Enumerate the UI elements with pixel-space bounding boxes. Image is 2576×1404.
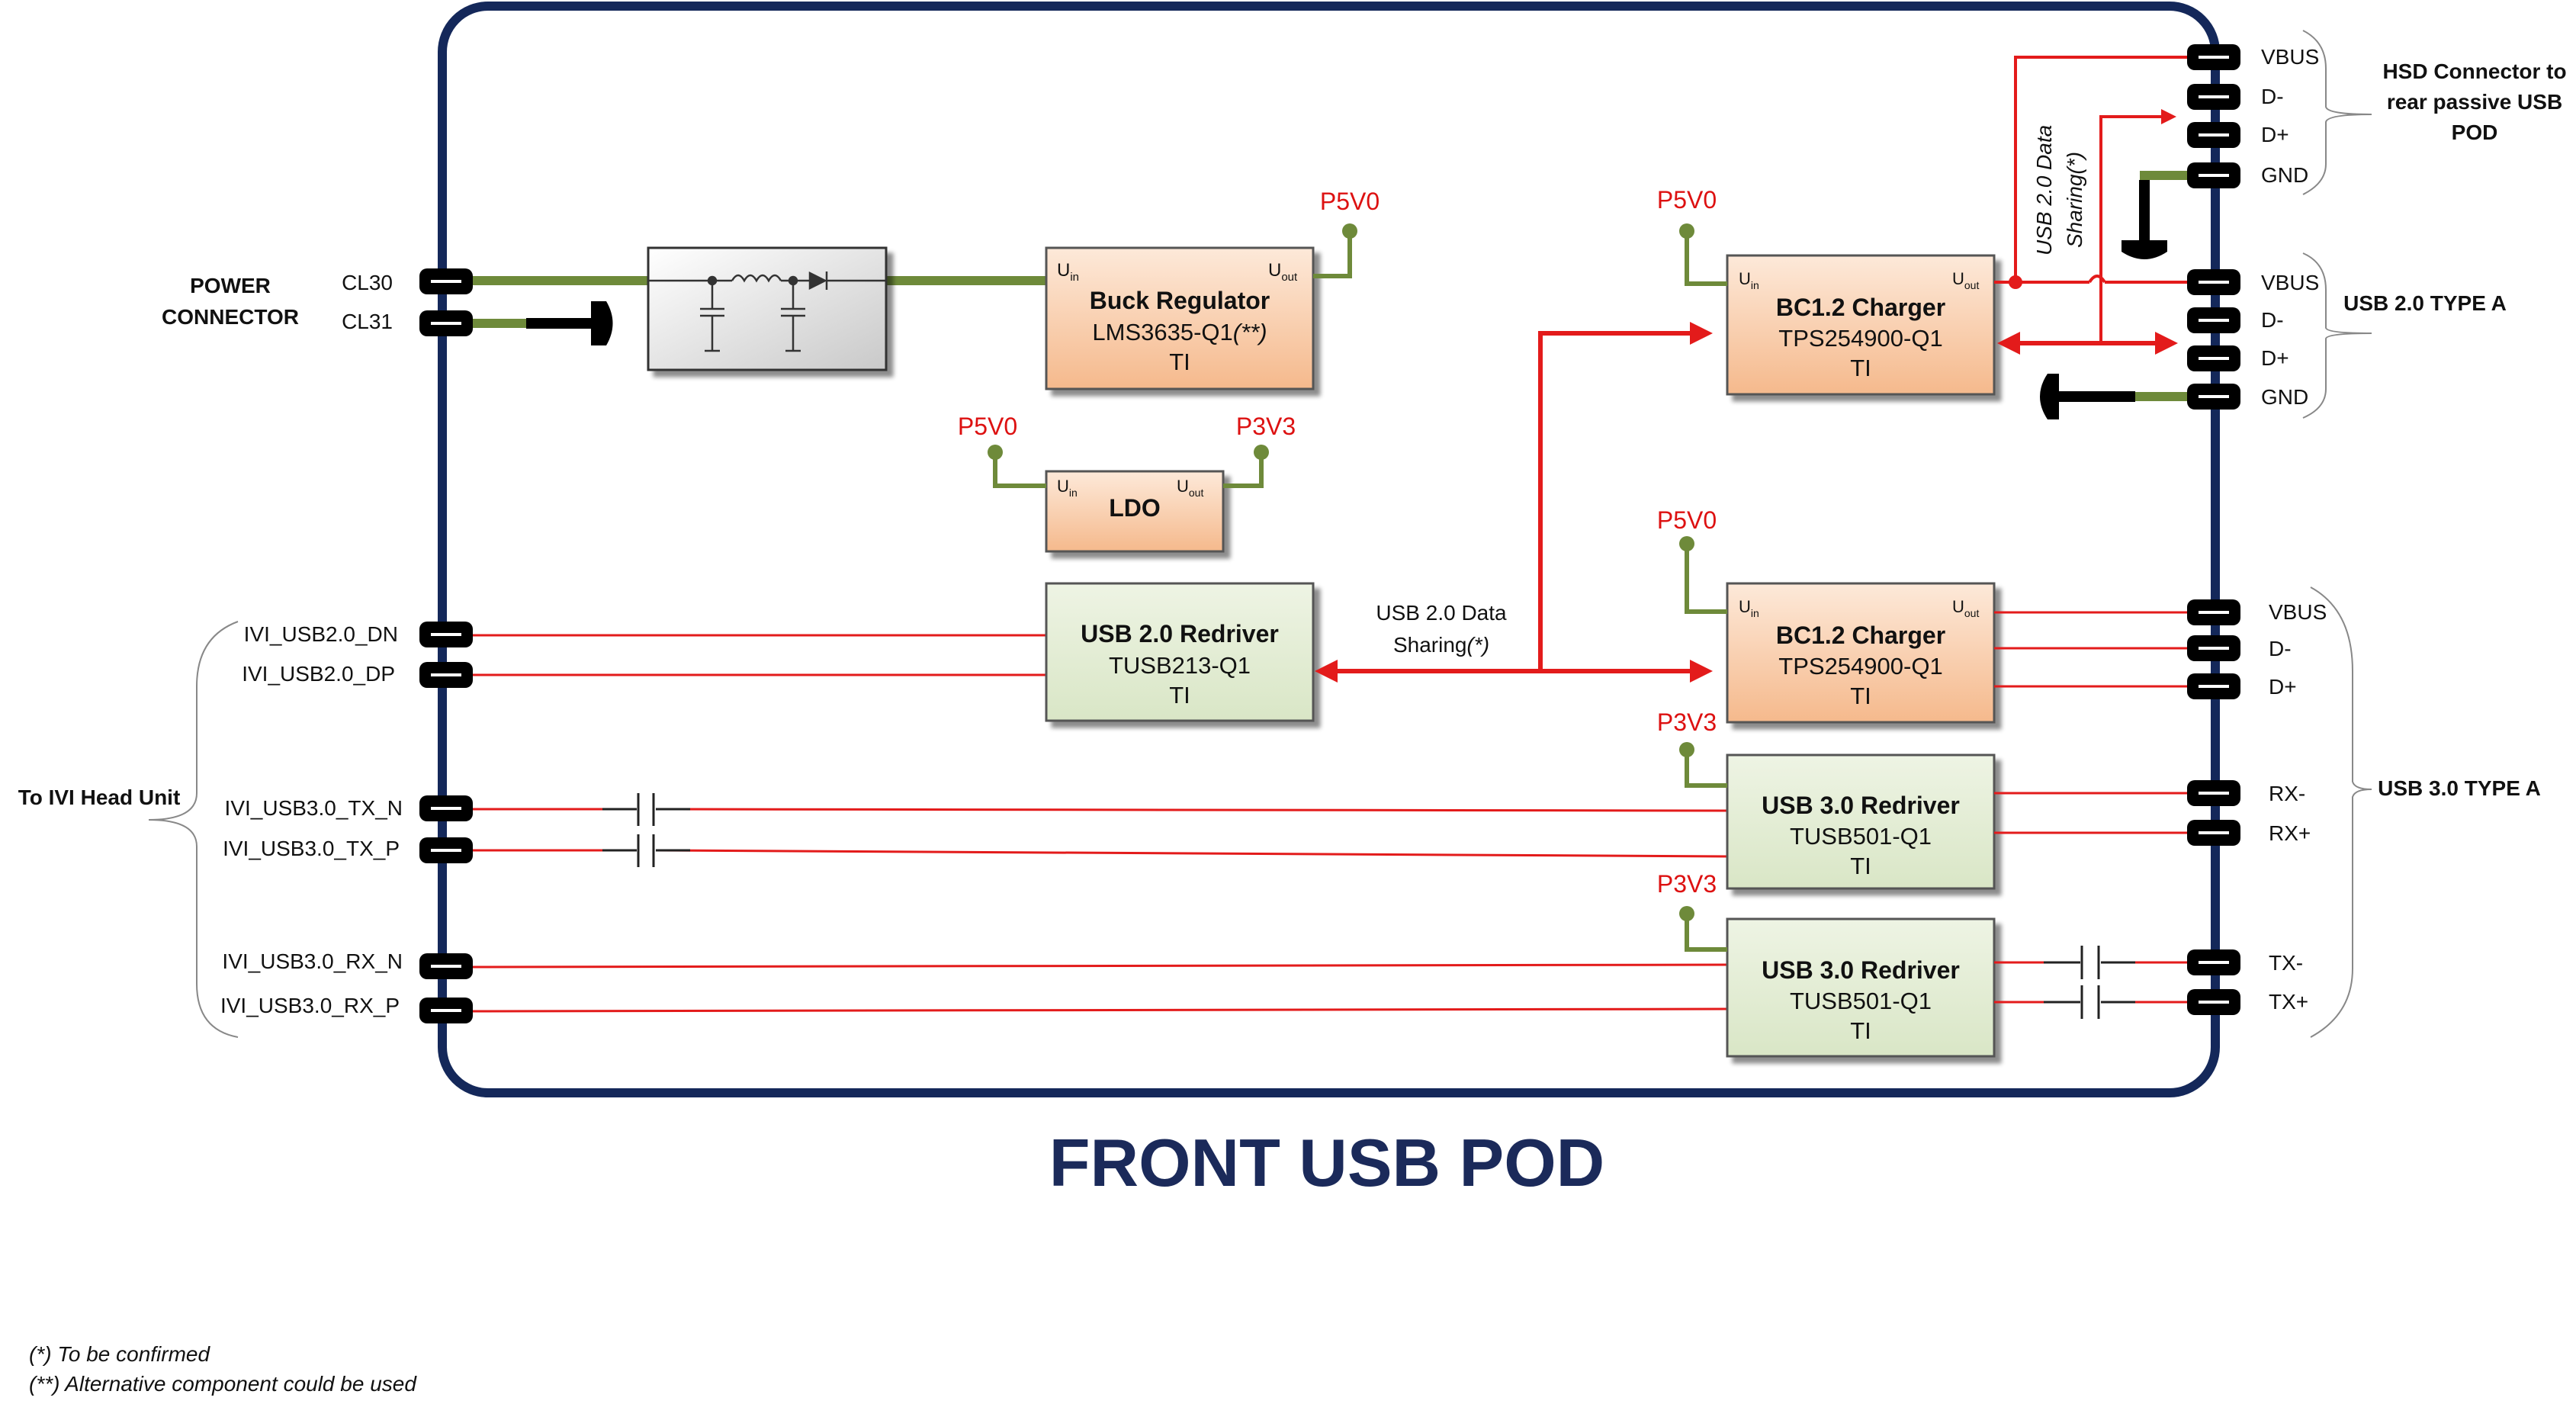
bc12-charger-bottom-block: Uin Uout BC1.2 Charger TPS254900-Q1 TI [1726,582,1996,724]
usb2-redriver-name: USB 2.0 Redriver [1081,620,1279,647]
buck-uin-label: U [1057,260,1070,281]
rail-bc-bottom: P5V0 [1657,506,1717,534]
ivi-head-unit-label: To IVI Head Unit [18,786,181,809]
buck-regulator-block: Uin Uout Buck Regulator LMS3635-Q1(**) T… [1045,246,1315,390]
ground-symbol [591,301,613,345]
sharing-center-line1: USB 2.0 Data [1376,601,1507,625]
buck-part-note: (**) [1233,319,1267,345]
ldo-block: Uin Uout LDO [1045,470,1225,553]
hsd-label-1: HSD Connector to [2382,59,2566,83]
hsd-label-2: rear passive USB [2387,90,2562,114]
usb20-pin-dplus: D+ [2261,346,2289,370]
svg-text:Uin: Uin [1739,269,1759,291]
usb30-pin-txminus: TX- [2269,951,2303,975]
usb20-pin-gnd: GND [2261,385,2308,409]
usb20-pin-dminus: D- [2261,308,2284,332]
usb3-redriver-2-name: USB 3.0 Redriver [1762,956,1960,984]
sharing-center-line2: Sharing [1393,633,1467,657]
power-connector-label-2: CONNECTOR [162,305,299,329]
ac-coupling-caps-tx [602,793,690,867]
ground-symbol-hsd [2122,240,2167,259]
usb20-pin-vbus: VBUS [2261,271,2319,294]
usb2-redriver-block: USB 2.0 Redriver TUSB213-Q1 TI [1045,582,1315,722]
bc-top-part: TPS254900-Q1 [1778,325,1942,352]
rail-ldo-out: P3V3 [1236,413,1296,440]
svg-text:Uout: Uout [1952,269,1979,291]
usb20-type-a-label: USB 2.0 TYPE A [2343,291,2507,315]
bc-top-name: BC1.2 Charger [1776,294,1945,321]
usb30-pin-vbus: VBUS [2269,600,2327,624]
sharing-vertical-line2: Sharing(*) [2063,152,2086,248]
bc-top-vendor: TI [1850,355,1871,381]
usb2-data-sharing-center [1315,322,1713,683]
ldo-name: LDO [1109,494,1161,522]
hsd-pin-gnd: GND [2261,163,2308,187]
ivi-brace [148,621,239,1038]
svg-text:Uout: Uout [1952,597,1979,619]
buck-part: LMS3635-Q1 [1092,319,1232,345]
rail-buck-out: P5V0 [1320,188,1380,215]
pin-cl31: CL31 [342,310,393,333]
power-connector-label-1: POWER [190,274,271,297]
usb30-pin-rxplus: RX+ [2269,821,2311,845]
bc-bottom-vendor: TI [1850,683,1871,709]
svg-text:Uin: Uin [1739,597,1759,619]
buck-vendor: TI [1169,349,1190,375]
svg-text:Uout: Uout [1268,260,1298,284]
usb3-redriver-1-part: TUSB501-Q1 [1790,823,1932,850]
usb3-redriver-1-name: USB 3.0 Redriver [1762,792,1960,819]
power-section [467,246,1046,371]
usb30-type-a-label: USB 3.0 TYPE A [2378,776,2541,800]
pin-usb2-dn: IVI_USB2.0_DN [244,622,398,646]
buck-name: Buck Regulator [1090,287,1270,314]
svg-text:Uin: Uin [1057,260,1079,284]
hsd-pin-vbus: VBUS [2261,45,2319,69]
rail-redriver-2: P3V3 [1657,870,1717,898]
ground-symbol-usb20 [2040,374,2059,419]
rail-ldo-in: P5V0 [958,413,1017,440]
footnote-1: (*) To be confirmed [29,1342,210,1366]
usb20-brace [2302,252,2372,419]
svg-text:Uin: Uin [1057,477,1078,499]
rail-redriver-1: P3V3 [1657,708,1717,736]
usb3-redriver-1-block: USB 3.0 Redriver TUSB501-Q1 TI [1726,753,1996,890]
buck-uout-label: U [1268,260,1281,281]
bc-bottom-name: BC1.2 Charger [1776,622,1945,649]
pin-usb2-dp: IVI_USB2.0_DP [242,662,395,686]
hsd-pin-dminus: D- [2261,85,2284,108]
pin-rx-p: IVI_USB3.0_RX_P [220,994,400,1017]
usb3-redriver-2-vendor: TI [1850,1017,1871,1044]
pin-cl30: CL30 [342,271,393,294]
filter-circuit-icon [648,271,886,352]
bc-bottom-part: TPS254900-Q1 [1778,653,1942,680]
usb3-redriver-1-vendor: TI [1850,853,1871,879]
sharing-vertical-line1: USB 2.0 Data [2032,125,2056,255]
svg-text:LMS3635-Q1(**): LMS3635-Q1(**) [1092,319,1267,345]
hsd-label-3: POD [2452,120,2498,144]
usb3-redriver-2-block: USB 3.0 Redriver TUSB501-Q1 TI [1726,917,1996,1058]
usb3-redriver-2-part: TUSB501-Q1 [1790,988,1932,1014]
usb30-brace [2310,586,2372,1038]
hsd-brace [2302,30,2372,195]
svg-text:Uout: Uout [1177,477,1203,499]
footnote-2: (**) Alternative component could be used [29,1372,417,1396]
pin-tx-p: IVI_USB3.0_TX_P [223,837,400,860]
usb30-pin-rxminus: RX- [2269,782,2305,805]
bc12-charger-top-block: Uin Uout BC1.2 Charger TPS254900-Q1 TI [1726,254,1996,396]
ac-coupling-caps-rx [2044,946,2135,1019]
svg-text:Sharing(*): Sharing(*) [1393,633,1489,657]
pod-frame [438,2,2220,1097]
usb30-pin-txplus: TX+ [2269,990,2308,1014]
usb2-redriver-vendor: TI [1169,682,1190,708]
pin-rx-n: IVI_USB3.0_RX_N [222,949,403,973]
usb2-redriver-part: TUSB213-Q1 [1109,652,1251,679]
usb30-pin-dminus: D- [2269,637,2292,660]
rail-bc-top: P5V0 [1657,186,1717,214]
hsd-pin-dplus: D+ [2261,123,2289,146]
pin-tx-n: IVI_USB3.0_TX_N [225,796,403,820]
page-title: FRONT USB POD [1049,1125,1604,1200]
usb30-pin-dplus: D+ [2269,675,2297,699]
input-filter-block [647,246,888,371]
